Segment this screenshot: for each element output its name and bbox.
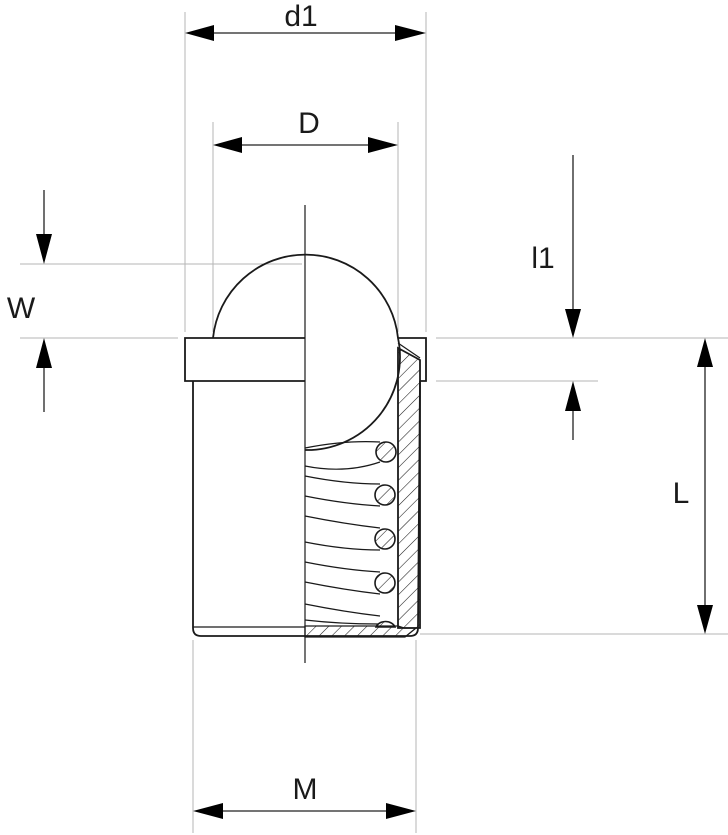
spring-coil xyxy=(304,581,381,595)
label-D: D xyxy=(298,107,320,140)
label-d1: d1 xyxy=(284,0,317,33)
spring-wire-section xyxy=(374,528,396,550)
dimension-M xyxy=(193,803,416,819)
spring-coil xyxy=(304,619,379,625)
spring-coil xyxy=(304,495,381,507)
spring-coil xyxy=(304,475,381,485)
flange-bevel xyxy=(397,342,421,359)
arrow-l1-top xyxy=(565,309,581,338)
dimension-D xyxy=(213,137,398,153)
arrow-L-top xyxy=(697,338,713,367)
housing-body-outline xyxy=(192,380,421,637)
dimension-d1 xyxy=(185,25,426,41)
spring-coil xyxy=(304,541,381,551)
housing-flange xyxy=(184,337,305,382)
label-L: L xyxy=(673,477,690,510)
dimension-L xyxy=(697,338,713,634)
arrow-D-left xyxy=(213,137,242,153)
dimension-l1 xyxy=(565,155,581,440)
spring-coil xyxy=(304,461,381,470)
spring xyxy=(304,441,397,628)
spring-wire-section xyxy=(374,620,397,628)
extension-lines xyxy=(20,12,728,833)
housing-wall-section xyxy=(397,346,421,629)
ball-plunger-part xyxy=(184,205,427,663)
arrow-l1-bottom xyxy=(565,381,581,411)
spring-wire-section xyxy=(374,484,396,506)
ball-outline xyxy=(212,253,401,451)
label-l1: l1 xyxy=(531,242,554,275)
arrow-d1-left xyxy=(185,25,214,41)
spring-coil xyxy=(304,603,381,617)
spring-coil xyxy=(304,441,381,449)
dimension-W xyxy=(36,190,52,412)
spring-coil xyxy=(304,561,381,573)
label-M: M xyxy=(293,773,318,806)
arrow-D-right xyxy=(368,137,398,153)
arrow-W-top xyxy=(36,234,52,264)
arrow-M-right xyxy=(386,803,416,819)
arrow-L-bottom xyxy=(697,605,713,634)
spring-wire-section xyxy=(375,441,397,463)
label-W: W xyxy=(7,292,36,325)
arrow-d1-right xyxy=(395,25,426,41)
housing-flange-right xyxy=(398,337,427,382)
spring-wire-section xyxy=(374,572,396,594)
arrow-M-left xyxy=(193,803,223,819)
arrow-W-bottom xyxy=(36,338,52,368)
spring-coil xyxy=(304,515,381,529)
